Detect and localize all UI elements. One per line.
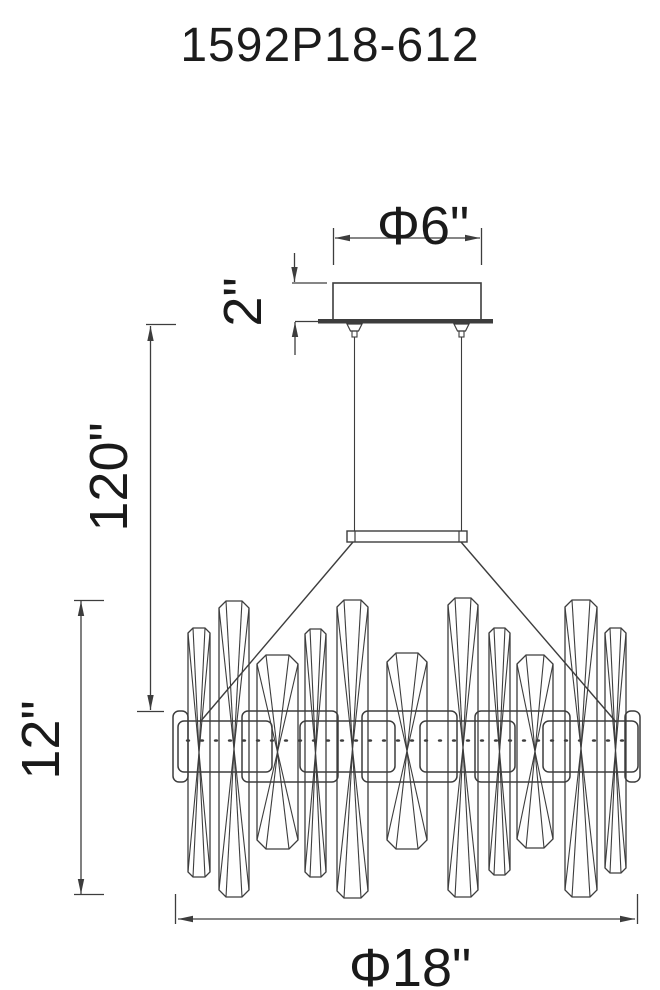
- band-rivet: [577, 739, 583, 742]
- dimension-label-body-diameter: Φ18": [349, 938, 471, 990]
- band-rivet: [549, 739, 555, 742]
- band-rivet: [325, 739, 331, 742]
- dimension-body-diameter: Φ18": [174, 894, 639, 990]
- band-rivet: [269, 739, 275, 742]
- band-rivet: [507, 739, 513, 742]
- band-rivet: [339, 739, 345, 742]
- band-rivet: [493, 739, 499, 742]
- band-rivet: [185, 739, 191, 742]
- band-rivet: [213, 739, 219, 742]
- band-rivet: [311, 739, 317, 742]
- dimension-canopy-height: 2": [213, 253, 327, 355]
- band-rivet: [381, 739, 387, 742]
- band-rivet: [241, 739, 247, 742]
- cable-gripper: [346, 323, 363, 332]
- dimension-label-suspension-drop: 120": [79, 422, 139, 531]
- band-rivet: [255, 739, 261, 742]
- band-rivet: [451, 739, 457, 742]
- band-rivet: [353, 739, 359, 742]
- band-rivet: [367, 739, 373, 742]
- band-rivet: [605, 739, 611, 742]
- mounting-plate: [318, 319, 493, 324]
- dimension-body-height: 12": [11, 599, 104, 896]
- ceiling-canopy: [318, 282, 493, 338]
- band-rivet: [423, 739, 429, 742]
- band-rivet: [521, 739, 527, 742]
- band-rivet: [465, 739, 471, 742]
- suspension-cables: [353, 337, 463, 531]
- band-rivet: [479, 739, 485, 742]
- suspension-cone-lines: [199, 541, 617, 723]
- dimension-label-body-height: 12": [11, 700, 71, 779]
- band-rivet: [563, 739, 569, 742]
- band-rivet: [283, 739, 289, 742]
- band-rivet: [199, 739, 205, 742]
- dimension-label-canopy-height: 2": [213, 277, 273, 326]
- band-rivet: [619, 739, 625, 742]
- dimension-suspension-drop: 120": [79, 323, 176, 713]
- band-rivet: [591, 739, 597, 742]
- crystal-prisms: [187, 597, 627, 899]
- band-rivet: [395, 739, 401, 742]
- band-rivet: [535, 739, 541, 742]
- dimension-canopy-diameter: Φ6": [332, 196, 483, 265]
- band-rivet: [227, 739, 233, 742]
- product-model-number: 1592P18-612: [180, 19, 480, 72]
- dimension-label-canopy-diameter: Φ6": [377, 196, 469, 256]
- cable-gripper: [453, 323, 470, 332]
- ring-band: [172, 710, 641, 783]
- hub-bar: [346, 530, 468, 543]
- band-rivet: [409, 739, 415, 742]
- band-rivet: [297, 739, 303, 742]
- band-rivet: [437, 739, 443, 742]
